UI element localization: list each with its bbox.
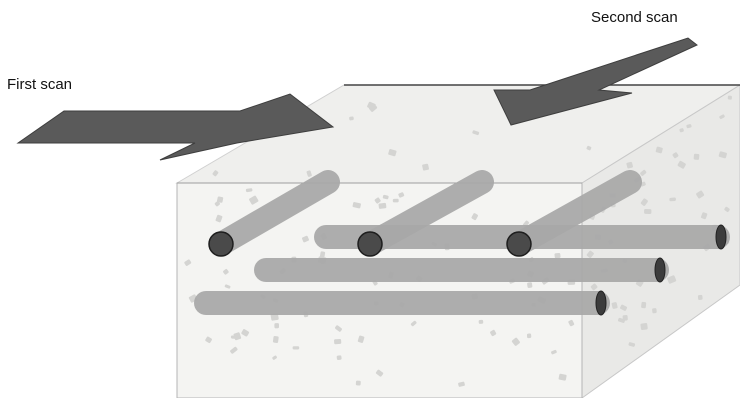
first-scan-arrow xyxy=(16,93,335,161)
aggregate-speckle xyxy=(511,337,520,346)
rebar-end-cap xyxy=(654,257,666,283)
aggregate-speckle xyxy=(249,195,259,205)
aggregate-speckle xyxy=(388,149,397,157)
horizontal-rebar-front xyxy=(194,290,610,316)
aggregate-speckle xyxy=(554,252,561,259)
aggregate-speckle xyxy=(241,329,250,337)
aggregate-speckle xyxy=(222,268,229,275)
aggregate-speckle xyxy=(718,151,727,159)
aggregate-speckle xyxy=(212,170,219,177)
aggregate-speckle xyxy=(669,197,676,202)
aggregate-speckle xyxy=(641,301,647,309)
aggregate-speckle xyxy=(672,152,679,159)
aggregate-speckle xyxy=(292,346,300,350)
aggregate-speckle xyxy=(458,381,465,387)
aggregate-speckle xyxy=(205,336,212,344)
second-scan-label: Second scan xyxy=(591,9,678,26)
aggregate-speckle xyxy=(422,163,429,171)
diagonal-rebar-1 xyxy=(209,170,340,256)
horizontal-rebars xyxy=(194,224,730,316)
aggregate-speckle xyxy=(526,333,532,339)
aggregate-speckle xyxy=(693,153,700,160)
aggregate-speckle xyxy=(368,103,378,112)
aggregate-speckle xyxy=(655,146,663,154)
aggregate-speckle xyxy=(700,212,708,220)
aggregate-speckle xyxy=(724,206,730,213)
rebar-cross-section-3 xyxy=(506,231,532,257)
rebar-cross-section-2 xyxy=(357,231,383,257)
aggregate-speckle xyxy=(355,380,361,386)
aggregate-speckle xyxy=(336,355,342,361)
rebar-end-cap xyxy=(595,290,607,316)
aggregate-speckle xyxy=(478,319,484,324)
aggregate-speckle xyxy=(306,170,312,177)
aggregate-speckle xyxy=(270,313,279,321)
aggregate-speckle xyxy=(640,169,647,176)
aggregate-speckle xyxy=(374,197,381,204)
aggregate-speckle xyxy=(357,335,365,343)
aggregate-speckle xyxy=(230,346,238,354)
aggregate-speckle xyxy=(410,320,417,327)
second-scan-arrow xyxy=(493,37,698,126)
aggregate-speckle xyxy=(472,130,480,136)
aggregate-speckle xyxy=(628,342,636,347)
block-front-face xyxy=(176,182,583,399)
aggregate-speckle xyxy=(640,323,648,331)
aggregate-speckle xyxy=(382,194,389,200)
aggregate-speckle xyxy=(334,325,342,332)
aggregate-speckle xyxy=(568,319,575,327)
aggregate-speckle xyxy=(184,259,192,266)
aggregate-speckle xyxy=(696,190,705,199)
aggregate-speckle xyxy=(617,317,626,323)
aggregate-speckle xyxy=(590,283,598,291)
aggregate-speckle xyxy=(551,349,557,355)
aggregate-speckle xyxy=(558,373,567,381)
aggregate-speckle xyxy=(214,201,220,207)
aggregate-speckle xyxy=(644,209,652,214)
aggregate-speckle xyxy=(626,161,633,169)
rebar-end-cap xyxy=(715,224,727,250)
horizontal-rebar-middle xyxy=(254,257,669,283)
aggregate-speckle xyxy=(233,332,242,341)
first-scan-label: First scan xyxy=(7,76,73,93)
aggregate-speckle xyxy=(375,369,384,377)
rebar-cross-sections xyxy=(208,231,532,257)
aggregate-speckle xyxy=(677,160,686,169)
aggregate-speckle xyxy=(378,202,387,209)
aggregate-speckle xyxy=(215,214,223,223)
aggregate-speckle xyxy=(224,284,231,289)
aggregate-speckle xyxy=(611,302,618,309)
aggregate-speckle xyxy=(398,192,405,198)
aggregate-speckle xyxy=(640,198,648,206)
aggregate-speckle xyxy=(697,294,703,300)
aggregate-speckle xyxy=(667,275,677,284)
aggregate-speckle xyxy=(527,282,533,288)
aggregate-speckle xyxy=(319,251,326,259)
aggregate-speckle xyxy=(490,329,497,337)
aggregate-speckle xyxy=(471,213,479,221)
aggregate-speckle xyxy=(719,114,725,120)
rebar-cross-section-1 xyxy=(208,231,234,257)
aggregate-speckle xyxy=(272,355,277,360)
aggregate-speckle xyxy=(352,202,361,209)
aggregate-speckle xyxy=(727,95,732,100)
aggregate-speckle xyxy=(349,116,354,121)
aggregate-speckle xyxy=(334,338,342,345)
aggregate-speckle xyxy=(586,145,592,151)
aggregate-speckle xyxy=(679,128,684,133)
aggregate-speckle xyxy=(272,336,279,343)
aggregate-speckle xyxy=(216,196,224,203)
aggregate-speckle xyxy=(652,308,657,314)
aggregate-speckle xyxy=(392,198,399,203)
aggregate-speckle xyxy=(245,188,253,193)
aggregate-speckle xyxy=(274,323,280,329)
aggregate-speckle xyxy=(686,124,692,129)
aggregate-speckle xyxy=(586,250,594,258)
aggregate-speckle xyxy=(302,235,309,243)
aggregate-speckle xyxy=(620,304,628,311)
